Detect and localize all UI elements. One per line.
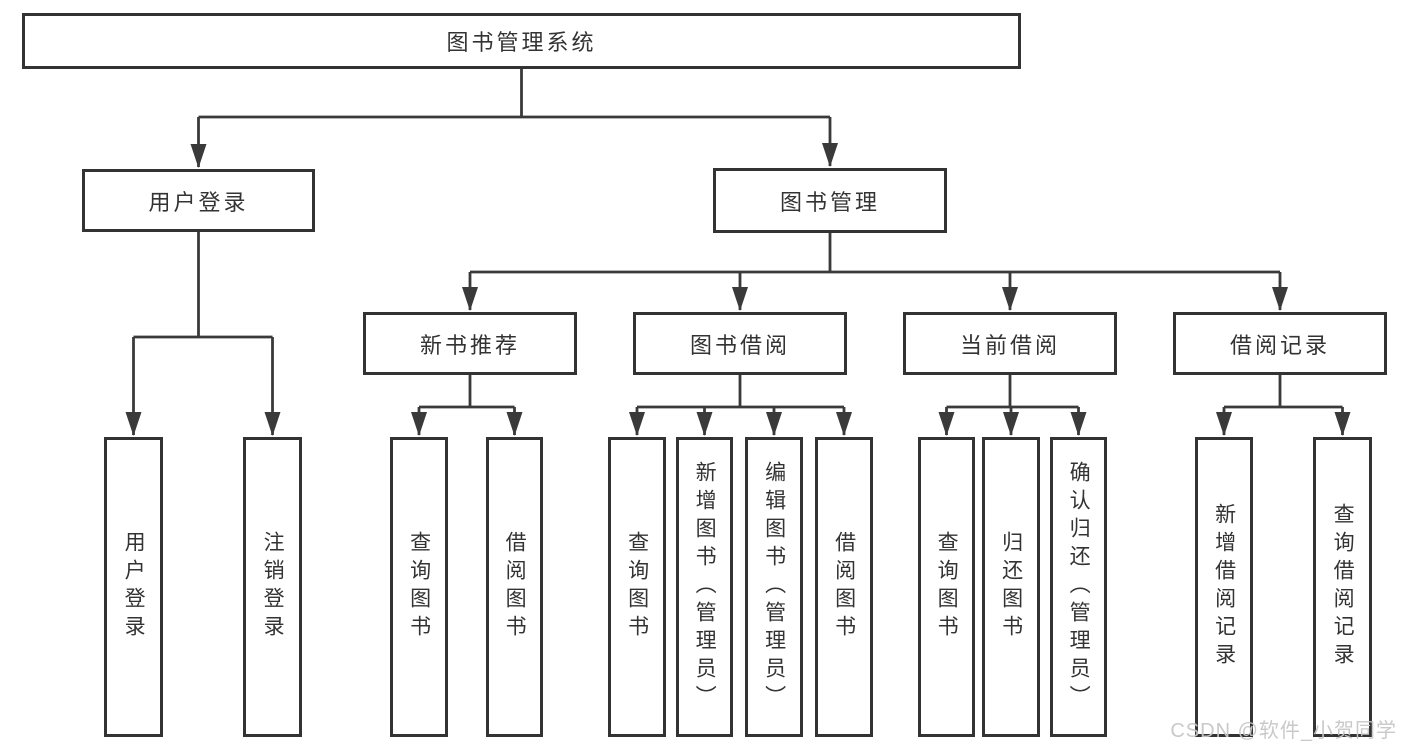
- node-new-book-recommend-label: 新书推荐: [419, 332, 520, 358]
- node-root-label: 图书管理系统: [446, 30, 597, 55]
- node-user-login-label: 用户登录: [148, 189, 249, 215]
- leaf-confirm-return-admin: 确认归还（管理员）: [1050, 437, 1107, 737]
- leaf-add-borrow-record: 新增借阅记录: [1195, 437, 1253, 737]
- leaf-edit-book-admin: 编辑图书（管理员）: [745, 437, 803, 737]
- node-book-management: 图书管理: [713, 168, 947, 233]
- node-book-borrow: 图书借阅: [633, 312, 847, 375]
- leaf-return-book: 归还图书: [982, 437, 1040, 737]
- leaf-edit-book-admin-label: 编辑图书（管理员）: [762, 461, 786, 713]
- node-book-management-label: 图书管理: [779, 189, 880, 215]
- connector-lines: [133, 69, 1343, 409]
- leaf-query-book-3: 查询图书: [918, 437, 975, 737]
- leaf-query-book-1-label: 查询图书: [407, 531, 431, 643]
- leaf-query-book-2-label: 查询图书: [625, 531, 649, 643]
- leaf-borrow-book-2: 借阅图书: [815, 437, 873, 737]
- leaf-query-book-1: 查询图书: [390, 437, 448, 737]
- leaf-borrow-book-1-label: 借阅图书: [503, 531, 527, 643]
- connector-arrows: [125, 117, 1351, 436]
- leaf-query-borrow-record: 查询借阅记录: [1313, 437, 1372, 737]
- leaf-query-borrow-record-label: 查询借阅记录: [1331, 503, 1355, 671]
- leaf-logout: 注销登录: [243, 437, 302, 737]
- leaf-query-book-2: 查询图书: [608, 437, 666, 737]
- leaf-return-book-label: 归还图书: [999, 531, 1023, 643]
- leaf-user-login-label: 用户登录: [122, 531, 146, 643]
- node-root: 图书管理系统: [22, 13, 1021, 69]
- leaf-confirm-return-admin-label: 确认归还（管理员）: [1067, 461, 1091, 713]
- leaf-borrow-book-1: 借阅图书: [486, 437, 543, 737]
- leaf-query-book-3-label: 查询图书: [935, 531, 959, 643]
- leaf-logout-label: 注销登录: [261, 531, 285, 643]
- leaf-add-book-admin-label: 新增图书（管理员）: [693, 461, 717, 713]
- node-current-borrow: 当前借阅: [903, 312, 1117, 375]
- node-book-borrow-label: 图书借阅: [689, 332, 790, 358]
- leaf-add-book-admin: 新增图书（管理员）: [676, 437, 733, 737]
- node-borrow-records-label: 借阅记录: [1229, 332, 1330, 358]
- csdn-watermark: CSDN @软件_小贺同学: [1170, 720, 1397, 742]
- leaf-user-login: 用户登录: [104, 437, 163, 737]
- node-new-book-recommend: 新书推荐: [363, 312, 577, 375]
- node-borrow-records: 借阅记录: [1173, 312, 1387, 375]
- node-current-borrow-label: 当前借阅: [959, 332, 1060, 358]
- node-user-login: 用户登录: [82, 169, 315, 232]
- leaf-add-borrow-record-label: 新增借阅记录: [1212, 503, 1236, 671]
- leaf-borrow-book-2-label: 借阅图书: [832, 531, 856, 643]
